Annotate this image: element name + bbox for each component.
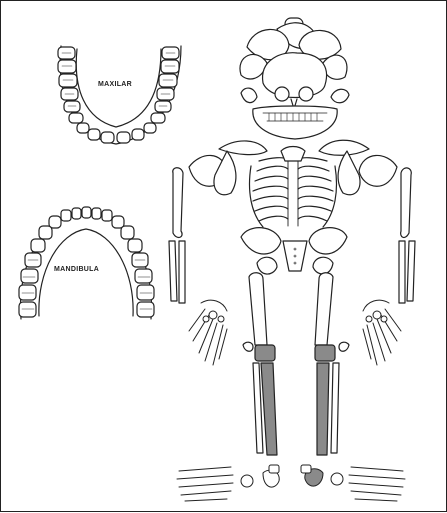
left-arm [399,168,415,303]
femur-right-distal-shaded [255,345,275,361]
rib-cage [250,147,337,228]
sternum-manubrium [281,147,305,162]
right-arm [169,168,185,303]
tibia-left [317,363,329,455]
tibia-right [261,363,277,455]
radius-right [169,241,177,301]
patella-left [339,342,349,351]
frontal-bone [263,53,327,98]
clavicle-left [319,140,369,155]
mandibula-label: MANDIBULA [54,266,99,273]
ilium-left [309,228,347,254]
mandible [253,106,337,139]
femur-left [315,273,333,345]
orbit-left [275,87,289,101]
maxilar-arch [58,46,181,144]
ulna-right [179,241,185,303]
pelvis [241,228,347,274]
right-leg [243,273,277,455]
patella-right [243,342,253,351]
femur-left-distal-shaded [315,345,335,361]
left-leg [315,273,349,455]
femur-right [249,273,267,345]
left-foot [301,465,405,501]
humerus-right [173,168,183,238]
right-foot [177,465,279,501]
fibula-left [331,363,339,453]
skull [240,18,349,139]
scapula-left [359,155,397,186]
humerus-left [401,168,412,238]
radius-left [407,241,415,301]
ulna-left [399,241,405,303]
right-hand [189,300,227,365]
mandibula-arch [19,207,154,319]
maxilar-label: MAXILAR [98,81,132,88]
orbit-right [299,87,313,101]
left-hand [363,300,401,365]
ilium-right [241,228,281,254]
